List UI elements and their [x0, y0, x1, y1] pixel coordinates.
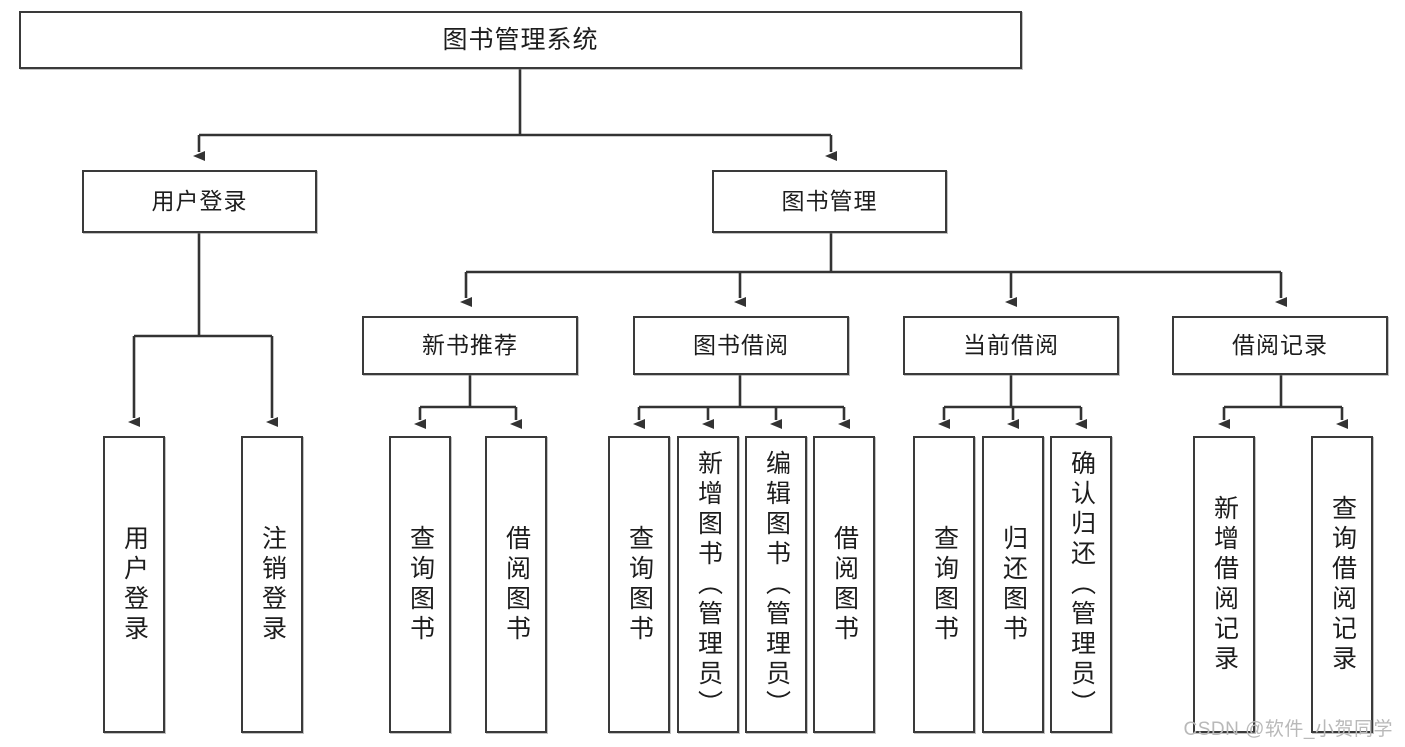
- leaf-query-borrow-record[interactable]: 查询借阅记录: [1311, 436, 1373, 733]
- leaf-confirm-return[interactable]: 确认归还（管理员）: [1050, 436, 1112, 733]
- node-label: 图书管理: [781, 188, 878, 215]
- leaf-query-book-current[interactable]: 查询图书: [913, 436, 975, 733]
- node-label: 查询图书: [930, 524, 959, 645]
- node-label: 新增图书（管理员）: [694, 450, 723, 720]
- node-label: 归还图书: [999, 524, 1028, 645]
- node-label: 用户登录: [151, 188, 248, 215]
- watermark-text: CSDN @软件_小贺同学: [1183, 719, 1393, 740]
- node-current-borrow[interactable]: 当前借阅: [903, 316, 1119, 375]
- node-label: 新书推荐: [422, 332, 518, 359]
- leaf-borrow-book-recommend[interactable]: 借阅图书: [485, 436, 547, 733]
- node-label: 查询借阅记录: [1328, 494, 1357, 675]
- node-label: 查询图书: [406, 524, 435, 645]
- node-label: 注销登录: [258, 524, 287, 645]
- node-label: 借阅图书: [502, 524, 531, 645]
- leaf-add-borrow-record[interactable]: 新增借阅记录: [1193, 436, 1255, 733]
- leaf-borrow-book[interactable]: 借阅图书: [813, 436, 875, 733]
- node-label: 借阅图书: [830, 524, 859, 645]
- node-label: 图书借阅: [693, 332, 789, 359]
- leaf-logout-login[interactable]: 注销登录: [241, 436, 303, 733]
- node-book-borrow[interactable]: 图书借阅: [633, 316, 849, 375]
- node-label: 查询图书: [625, 524, 654, 645]
- node-label: 编辑图书（管理员）: [762, 450, 791, 720]
- leaf-edit-book[interactable]: 编辑图书（管理员）: [745, 436, 807, 733]
- node-label: 确认归还（管理员）: [1067, 450, 1096, 720]
- leaf-user-login[interactable]: 用户登录: [103, 436, 165, 733]
- leaf-query-book-recommend[interactable]: 查询图书: [389, 436, 451, 733]
- node-user-login[interactable]: 用户登录: [82, 170, 317, 233]
- node-label: 图书管理系统: [442, 25, 599, 54]
- node-root-system[interactable]: 图书管理系统: [19, 11, 1022, 69]
- node-label: 当前借阅: [963, 332, 1059, 359]
- node-label: 借阅记录: [1232, 332, 1328, 359]
- leaf-return-book[interactable]: 归还图书: [982, 436, 1044, 733]
- node-label: 新增借阅记录: [1210, 494, 1239, 675]
- leaf-add-book[interactable]: 新增图书（管理员）: [677, 436, 739, 733]
- node-label: 用户登录: [120, 524, 149, 645]
- leaf-query-book-borrow[interactable]: 查询图书: [608, 436, 670, 733]
- node-book-management[interactable]: 图书管理: [712, 170, 947, 233]
- node-new-book-recommend[interactable]: 新书推荐: [362, 316, 578, 375]
- node-borrow-record[interactable]: 借阅记录: [1172, 316, 1388, 375]
